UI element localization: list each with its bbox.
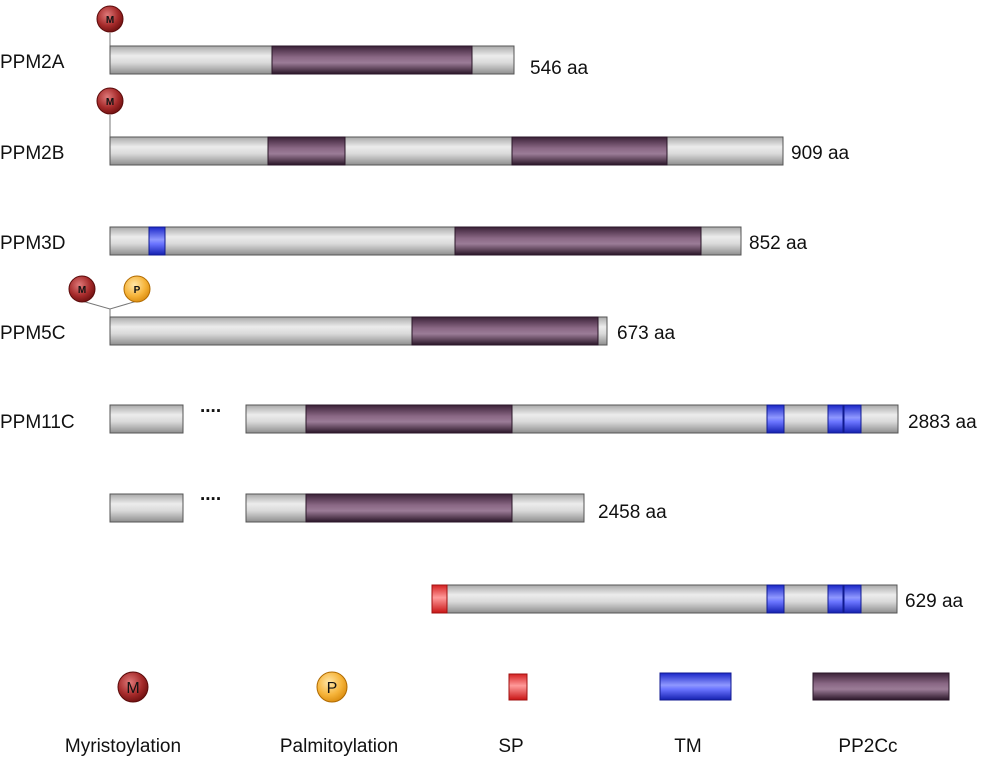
legend-label: Myristoylation	[65, 736, 181, 757]
legend-label: PP2Cc	[838, 736, 897, 757]
pp2cc-domain	[305, 493, 513, 523]
protein-ppm2b: M PPM2B 909 aa	[0, 87, 850, 166]
legend-item-tm: TM	[659, 672, 732, 757]
protein-length: 852 aa	[749, 233, 808, 254]
tm-domain	[827, 584, 844, 614]
palmitoylation-letter: P	[134, 285, 141, 296]
protein-length: 629 aa	[905, 591, 964, 612]
protein-name: PPM5C	[0, 323, 65, 344]
myristoylation-letter: M	[106, 15, 114, 26]
backbone	[431, 584, 898, 614]
pp2cc-domain	[411, 316, 599, 346]
legend-item-myristoylation: M Myristoylation	[65, 671, 181, 757]
gap-marker: ....	[200, 396, 221, 417]
myristoylation-letter: M	[78, 285, 86, 296]
legend-label: Palmitoylation	[280, 736, 398, 757]
tm-domain	[843, 584, 862, 614]
protein-length: 2883 aa	[908, 412, 977, 433]
protein-name: PPM3D	[0, 233, 65, 254]
tm-domain	[148, 226, 166, 256]
protein-length: 2458 aa	[598, 502, 667, 523]
protein-name: PPM11C	[0, 412, 75, 433]
tm-domain	[766, 584, 785, 614]
protein-name: PPM2A	[0, 52, 65, 73]
myristoylation-letter: M	[106, 97, 114, 108]
sp-swatch	[508, 673, 528, 701]
protein-name: PPM2B	[0, 143, 64, 164]
legend-symbol: P	[327, 680, 338, 697]
legend: M Myristoylation P Palmitoylation SP TM …	[65, 671, 950, 757]
palmitoylation-icon	[123, 275, 151, 303]
pp2cc-domain	[271, 45, 473, 75]
legend-item-palmitoylation: P Palmitoylation	[280, 671, 398, 757]
protein-length: 909 aa	[791, 143, 850, 164]
tm-domain	[827, 404, 844, 434]
protein-ppm11c-isoform-2: .... 2458 aa	[109, 484, 667, 523]
protein-ppm3d: PPM3D 852 aa	[0, 226, 808, 256]
myristoylation-icon	[96, 5, 124, 33]
palmitoylation-icon	[316, 671, 348, 703]
legend-item-pp2cc: PP2Cc	[812, 672, 950, 757]
backbone	[109, 136, 784, 166]
backbone-fragment	[109, 493, 184, 523]
pp2cc-swatch	[812, 672, 950, 701]
pp2cc-domain	[305, 404, 513, 434]
protein-ppm11c-isoform-3: 629 aa	[431, 584, 964, 614]
myristoylation-icon	[96, 87, 124, 115]
tm-swatch	[659, 672, 732, 701]
legend-label: TM	[674, 736, 701, 757]
protein-ppm2a: M PPM2A 546 aa	[0, 5, 589, 79]
legend-item-sp: SP	[498, 673, 528, 757]
tm-domain	[843, 404, 862, 434]
pp2cc-domain	[511, 136, 668, 166]
pp2cc-domain	[267, 136, 346, 166]
myristoylation-icon	[68, 275, 96, 303]
sp-domain	[431, 584, 448, 614]
protein-ppm5c: M P PPM5C 673 aa	[0, 275, 676, 346]
backbone-fragment	[109, 404, 184, 434]
protein-ppm11c-isoform-1: PPM11C .... 2883 aa	[0, 396, 977, 434]
gap-marker: ....	[200, 484, 221, 505]
legend-symbol: M	[126, 680, 139, 697]
modification-stem	[81, 300, 138, 310]
myristoylation-icon	[117, 671, 149, 703]
pp2cc-domain	[454, 226, 702, 256]
tm-domain	[766, 404, 785, 434]
legend-label: SP	[498, 736, 523, 757]
protein-length: 546 aa	[530, 58, 589, 79]
protein-length: 673 aa	[617, 323, 676, 344]
